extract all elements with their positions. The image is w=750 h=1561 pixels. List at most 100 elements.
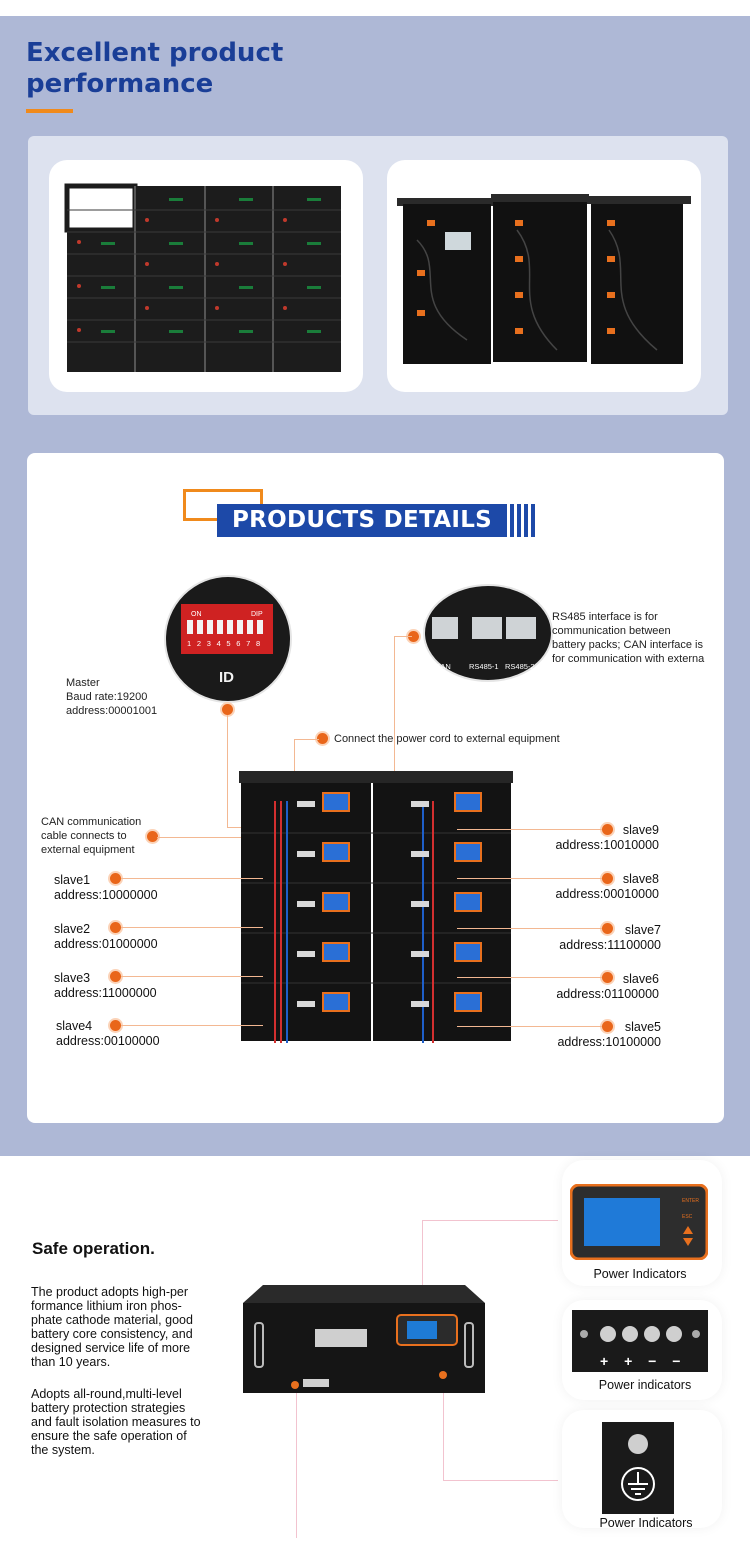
battery-module-image <box>243 1285 485 1393</box>
indicator-label-2: Power indicators <box>598 1378 692 1392</box>
slave1-label: slave1 address:10000000 <box>54 873 158 903</box>
lcd-enter-label: ENTER <box>682 1198 699 1204</box>
slave2-dot <box>110 922 121 933</box>
paragraph-line: than 10 years. <box>31 1355 111 1369</box>
power-terminals-icon: + + − − <box>572 1310 708 1372</box>
slave-name: slave1 <box>54 873 91 887</box>
paragraph-line: and fault isolation measures to <box>31 1415 201 1429</box>
slave-address: address:00100000 <box>56 1034 160 1048</box>
guide-line <box>296 1370 297 1538</box>
rs485-line: for communication with externa <box>552 653 705 665</box>
slave-name: slave9 <box>622 823 659 837</box>
slave6-dot <box>602 972 613 983</box>
battery-rack-diagram <box>239 771 513 1043</box>
master-line: address:00001001 <box>66 705 158 717</box>
slave1-dot <box>110 873 121 884</box>
guide-line <box>422 1220 423 1320</box>
connector-line <box>394 636 412 637</box>
slave-name: slave5 <box>624 1020 661 1034</box>
guide-line <box>422 1220 558 1221</box>
section-title-line2: performance <box>26 69 214 99</box>
connector-line <box>227 715 228 827</box>
terminal-signs: + + − − <box>600 1353 686 1369</box>
slave7-label: slave7 address:11100000 <box>547 923 661 953</box>
can-callout-dot <box>147 831 158 842</box>
title-frame-bottom <box>183 518 219 521</box>
dip-switch-circle: ON DIP 1 2 3 4 5 6 7 8 ID <box>164 575 292 703</box>
connector-line <box>394 636 395 796</box>
slave-address: address:10010000 <box>555 838 659 852</box>
indicator-label-3: Power Indicators <box>599 1516 693 1530</box>
master-callout: Master Baud rate:19200 address:00001001 <box>66 676 157 718</box>
slave6-label: slave6 address:01100000 <box>547 972 659 1002</box>
slave6-line <box>457 977 602 978</box>
indicator-card-display: ENTER ESC <box>562 1160 722 1286</box>
indicator-label-1: Power Indicators <box>593 1267 687 1281</box>
safe-paragraph-1: The product adopts high-per formance lit… <box>31 1285 231 1369</box>
paragraph-line: ensure the safe operation of <box>31 1429 187 1443</box>
rs485-line: battery packs; CAN interface is <box>552 639 704 651</box>
title-underline <box>26 109 73 113</box>
slave-address: address:11100000 <box>559 938 661 952</box>
slave-name: slave3 <box>54 971 91 985</box>
title-frame-top <box>183 489 263 492</box>
ground-terminal-icon <box>602 1422 674 1514</box>
battery-rack-image-1 <box>64 183 341 372</box>
power-cord-dot <box>317 733 328 744</box>
slave3-line <box>121 976 263 977</box>
rs485-2-port-label: RS485-2 <box>505 662 535 671</box>
safe-paragraph-2: Adopts all-round,multi-level battery pro… <box>31 1387 231 1457</box>
can-line: cable connects to <box>41 830 127 842</box>
slave9-dot <box>602 824 613 835</box>
paragraph-line: the system. <box>31 1443 95 1457</box>
title-stripe <box>524 504 528 537</box>
section-title: Excellent product performance <box>26 38 326 100</box>
slave-address: address:11000000 <box>54 986 157 1000</box>
slave-address: address:10100000 <box>557 1035 661 1049</box>
master-line: Master <box>66 677 100 689</box>
title-stripe <box>510 504 514 537</box>
paragraph-line: battery protection strategies <box>31 1401 186 1415</box>
dip-dip-label: DIP <box>251 611 263 618</box>
slave-address: address:00010000 <box>555 887 659 901</box>
paragraph-line: The product adopts high-per <box>31 1285 189 1299</box>
battery-rack-image-2 <box>397 194 691 364</box>
rack-photo-front <box>49 160 363 392</box>
rs485-callout: RS485 interface is for communication bet… <box>552 610 722 666</box>
power-cord-callout: Connect the power cord to external equip… <box>334 733 560 745</box>
dip-on-label: ON <box>191 611 202 618</box>
rack-photo-wired <box>387 160 701 392</box>
section-title-line1: Excellent product <box>26 38 284 68</box>
slave-name: slave2 <box>54 922 91 936</box>
slave2-label: slave2 address:01000000 <box>54 922 158 952</box>
slave4-line <box>121 1025 263 1026</box>
paragraph-line: phate cathode material, good <box>31 1313 193 1327</box>
can-callout: CAN communication cable connects to exte… <box>41 815 141 857</box>
paragraph-line: formance lithium iron phos- <box>31 1299 182 1313</box>
indicator-card-terminals: + + − − <box>562 1300 722 1400</box>
paragraph-line: Adopts all-round,multi-level <box>31 1387 182 1401</box>
rs485-1-port-label: RS485-1 <box>469 662 499 671</box>
lcd-display-icon: ENTER ESC <box>570 1184 708 1260</box>
slave1-line <box>121 878 263 879</box>
slave3-dot <box>110 971 121 982</box>
slave5-dot <box>602 1021 613 1032</box>
port-circle: CAN RS485-1 RS485-2 <box>423 584 553 682</box>
slave5-label: slave5 address:10100000 <box>547 1020 661 1050</box>
products-details-title: PRODUCTS DETAILS <box>217 504 507 537</box>
can-line: external equipment <box>41 844 135 856</box>
slave3-label: slave3 address:11000000 <box>54 971 157 1001</box>
slave8-line <box>457 878 602 879</box>
slave-name: slave7 <box>624 923 661 937</box>
slave5-line <box>457 1026 602 1027</box>
rs485-line: communication between <box>552 625 671 637</box>
title-frame-left <box>183 489 186 521</box>
connector-line <box>294 739 319 740</box>
slave4-dot <box>110 1020 121 1031</box>
slave-name: slave8 <box>622 872 659 886</box>
id-label: ID <box>219 669 234 686</box>
products-details-card: PRODUCTS DETAILS ON DIP 1 2 3 4 5 6 7 8 … <box>27 453 724 1123</box>
slave8-label: slave8 address:00010000 <box>547 872 659 902</box>
can-line: CAN communication <box>41 816 142 828</box>
